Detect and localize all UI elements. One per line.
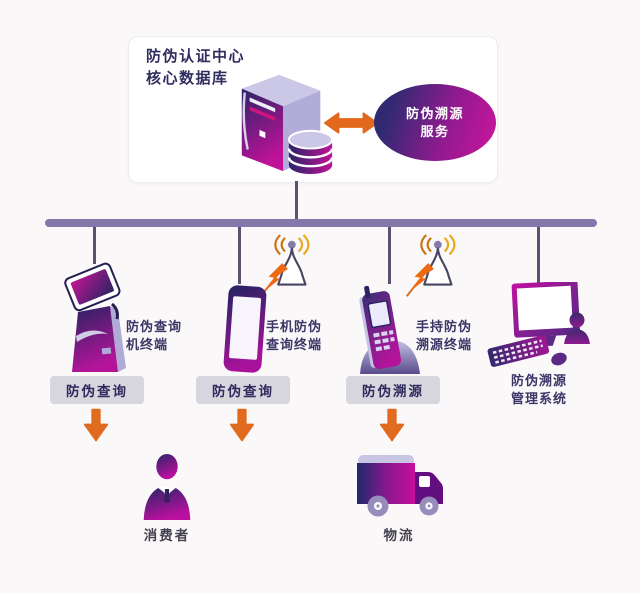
kiosk-icon [56, 260, 134, 376]
service-ellipse-line2: 服务 [420, 123, 450, 139]
truck-icon [350, 452, 448, 520]
person-icon [139, 452, 195, 522]
desktop-computer-icon [487, 282, 591, 368]
panel-to-bus-connector [295, 181, 298, 219]
workstation-label-line1: 防伪溯源 [511, 373, 568, 388]
tag-handheld: 防伪溯源 [346, 376, 440, 404]
drop-line-computer [537, 227, 540, 288]
handheld-scanner-icon [350, 282, 426, 376]
antenna-icon-handheld [404, 234, 462, 304]
antenna-icon-phone [258, 234, 316, 304]
kiosk-label-line2: 机终端 [126, 337, 169, 352]
service-ellipse-line1: 防伪溯源 [405, 105, 464, 121]
traceability-service-ellipse: 防伪溯源 服务 [374, 84, 496, 161]
core-db-title: 防伪认证中心 核心数据库 [146, 46, 245, 90]
server-with-database-icon [230, 66, 338, 180]
drop-line-handheld [388, 227, 391, 284]
consumer-label: 消费者 [143, 528, 191, 543]
drop-line-phone [238, 227, 241, 284]
phone-label: 手机防伪 查询终端 [266, 318, 322, 354]
core-db-title-line2: 核心数据库 [146, 70, 229, 87]
down-arrow-icon-1 [83, 408, 109, 443]
down-arrow-icon-2 [229, 408, 255, 443]
kiosk-label-line1: 防伪查询 [126, 319, 183, 334]
phone-label-line2: 查询终端 [266, 337, 323, 352]
core-db-title-line1: 防伪认证中心 [146, 48, 246, 65]
bus-line [45, 219, 597, 227]
logistics-label: 物流 [383, 528, 415, 543]
handheld-label-line2: 溯源终端 [416, 337, 473, 352]
drop-line-kiosk [93, 227, 96, 264]
workstation-label: 防伪溯源 管理系统 [511, 372, 567, 408]
double-headed-arrow-icon [324, 110, 378, 136]
down-arrow-icon-3 [379, 408, 405, 443]
handheld-label: 手持防伪 溯源终端 [416, 318, 472, 354]
handheld-label-line1: 手持防伪 [416, 319, 473, 334]
phone-label-line1: 手机防伪 [266, 319, 323, 334]
workstation-label-line2: 管理系统 [511, 391, 568, 406]
tag-kiosk: 防伪查询 [50, 376, 144, 404]
kiosk-label: 防伪查询 机终端 [126, 318, 182, 354]
tag-phone: 防伪查询 [196, 376, 290, 404]
smartphone-icon [219, 282, 271, 376]
